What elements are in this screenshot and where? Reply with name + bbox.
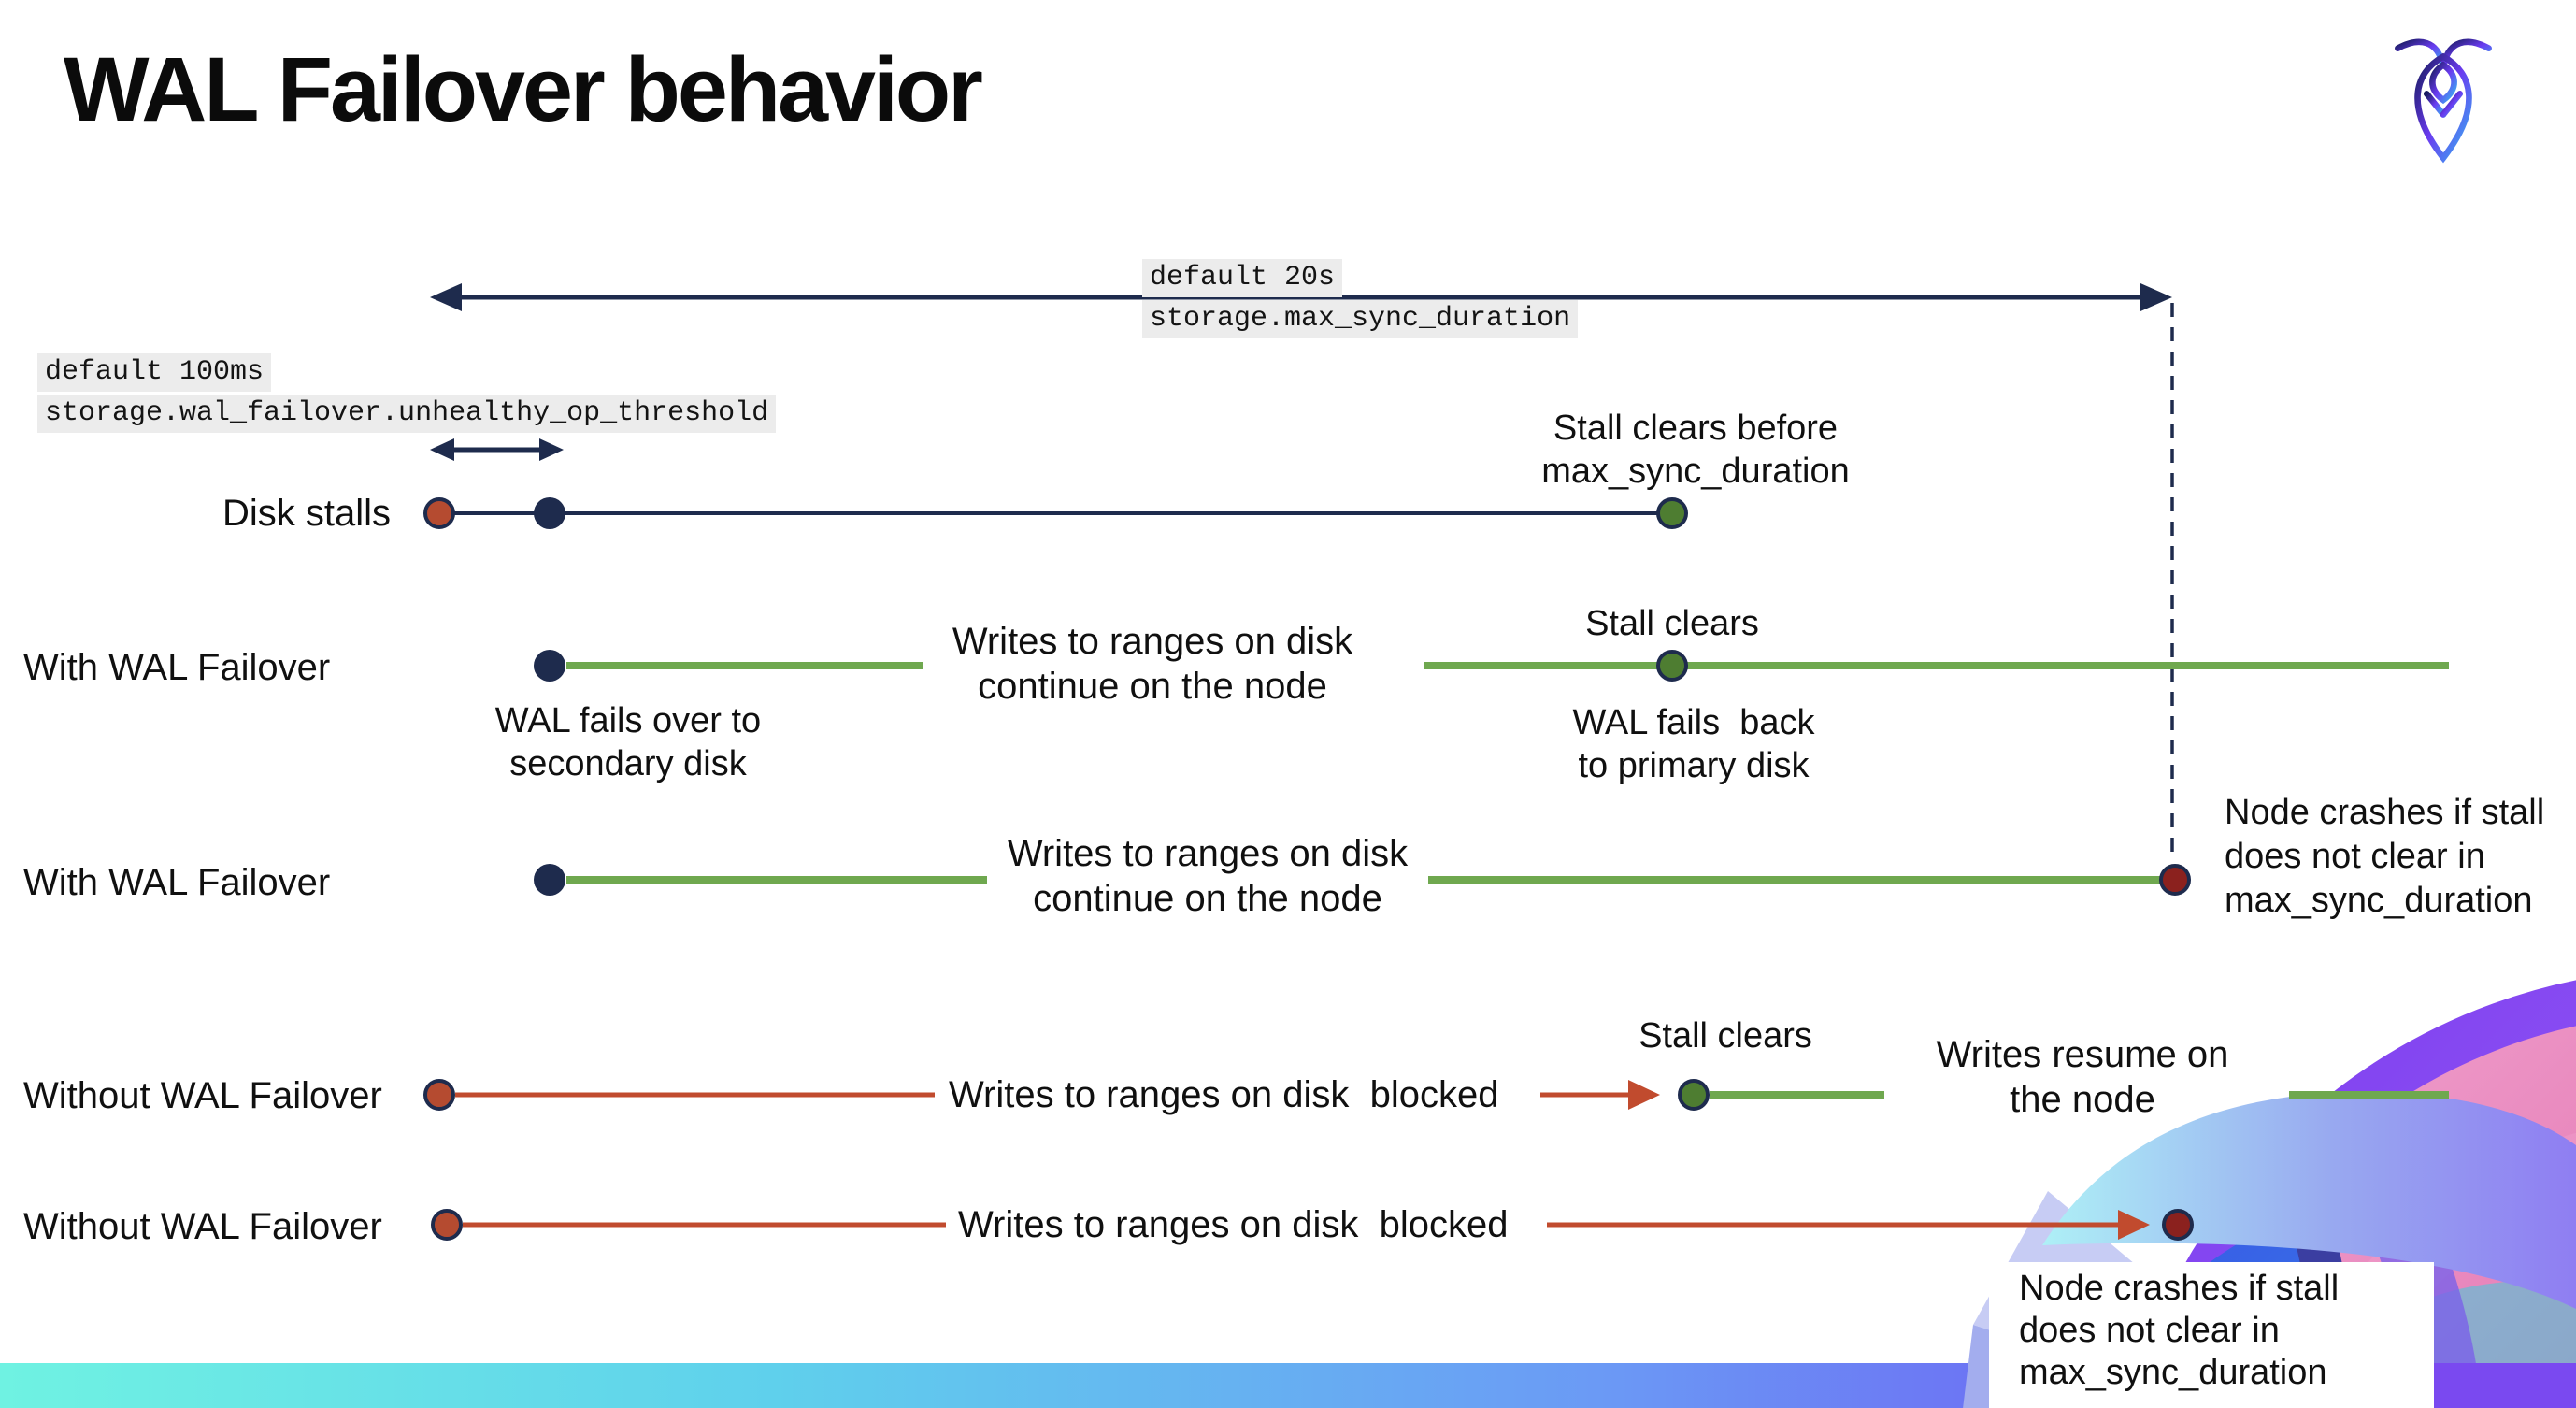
- row3-failover-dot: [534, 864, 565, 896]
- threshold-default: default 100ms: [37, 353, 272, 392]
- row1-stall-clears-note: Stall clears before max_sync_duration: [1541, 409, 1850, 491]
- threshold-setting: storage.wal_failover.unhealthy_op_thresh…: [37, 395, 777, 433]
- logo-body: [2414, 52, 2472, 164]
- row3-label: With WAL Failover: [23, 862, 331, 903]
- page-title: WAL Failover behavior: [64, 38, 983, 140]
- logo-arm-right: [2440, 91, 2464, 118]
- row1-label: Disk stalls: [222, 493, 391, 534]
- row1-stall-clears-dot: [1656, 497, 1688, 529]
- row1-threshold-dot: [534, 497, 565, 529]
- max-sync-annotation: default 20s storage.max_sync_duration: [1142, 259, 1579, 338]
- row5-stall-start-dot: [431, 1209, 463, 1241]
- max-sync-setting: storage.max_sync_duration: [1142, 300, 1579, 338]
- red-arrow-head-icon: [1628, 1080, 1660, 1110]
- row5-writes-note: Writes to ranges on disk blocked: [958, 1204, 1509, 1245]
- row4-writes-note: Writes to ranges on disk blocked: [949, 1074, 1499, 1115]
- row2-failover-note: WAL fails over to secondary disk: [494, 701, 762, 783]
- row3-crash-note: Node crashes if stall does not clear in …: [2225, 793, 2545, 920]
- row4-resume-note: Writes resume on the node: [1936, 1034, 2229, 1120]
- logo-arm-left: [2423, 91, 2447, 118]
- row4-stall-clears-note: Stall clears: [1639, 1016, 1812, 1056]
- row4-stall-clears-dot: [1678, 1079, 1710, 1111]
- row2-failover-dot: [534, 650, 565, 682]
- row2-failback-note: WAL fails back to primary disk: [1572, 703, 1815, 785]
- cockroachdb-logo-icon: [2395, 38, 2492, 164]
- max-sync-default: default 20s: [1142, 259, 1343, 297]
- row3-writes-note: Writes to ranges on disk continue on the…: [1007, 833, 1409, 919]
- row4-label: Without WAL Failover: [23, 1075, 382, 1116]
- arrow-head-left-icon: [430, 283, 462, 311]
- row2-writes-note: Writes to ranges on disk continue on the…: [952, 621, 1353, 707]
- row3-crash-dot: [2159, 864, 2191, 896]
- arrow-head-left-icon: [430, 438, 454, 461]
- row2-label: With WAL Failover: [23, 647, 331, 688]
- row2-stall-clears-note: Stall clears: [1585, 604, 1759, 643]
- decor-cyan-wing: [2042, 1092, 2576, 1309]
- logo-inner-leaf: [2429, 61, 2457, 105]
- row2-stall-clears-dot: [1656, 650, 1688, 682]
- arrow-head-right-icon: [2140, 283, 2172, 311]
- arrow-head-right-icon: [539, 438, 564, 461]
- threshold-annotation: default 100ms storage.wal_failover.unhea…: [37, 353, 777, 433]
- row5-label: Without WAL Failover: [23, 1206, 382, 1247]
- row5-crash-note: Node crashes if stall does not clear in …: [2019, 1269, 2340, 1392]
- crash-callout-box: [1989, 1262, 2434, 1408]
- row4-stall-start-dot: [423, 1079, 455, 1111]
- row1-stall-start-dot: [423, 497, 455, 529]
